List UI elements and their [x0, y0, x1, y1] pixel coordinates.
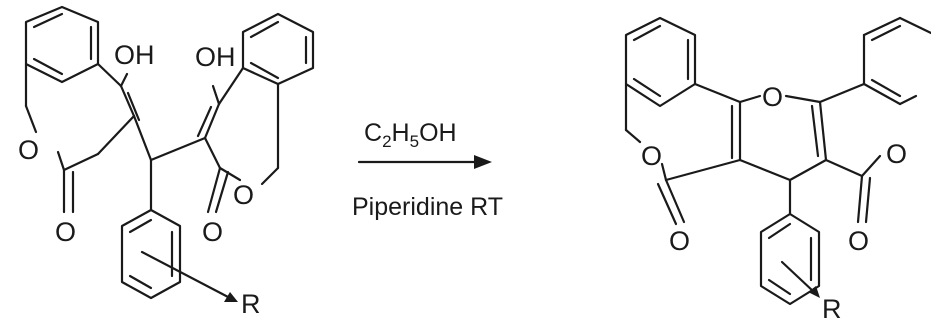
product-structure: O O O O O R	[624, 16, 931, 324]
reactant-substituent-label: R	[241, 289, 261, 319]
solvent-formula: C2H5OH	[364, 119, 457, 151]
reactant-ring-oxygen-left-label: O	[18, 135, 39, 165]
product-substituent-label: R	[822, 294, 842, 324]
reactant-structure: OH OH O O O O R	[18, 5, 315, 319]
reactant-hydroxyl-right-label: OH	[195, 42, 236, 72]
reactant-carbonyl-oxygen-left-label: O	[55, 217, 76, 247]
product-central-pyran	[738, 94, 828, 216]
product-substituent-arrowhead	[808, 286, 820, 298]
product-left-coumarin	[624, 16, 742, 226]
product-right-coumarin	[810, 16, 931, 224]
substituent-arrowhead	[224, 292, 238, 302]
reactant-left-coumarin	[24, 5, 141, 214]
reactant-right-coumarin	[196, 12, 315, 214]
catalyst-label: Piperidine RT	[352, 193, 503, 221]
reaction-arrowhead	[474, 155, 492, 169]
product-carbonyl-oxygen-right-label: O	[848, 226, 869, 256]
product-carbonyl-oxygen-left-label: O	[669, 226, 690, 256]
reactant-ring-oxygen-right-label: O	[233, 180, 254, 210]
reactant-hydroxyl-left-label: OH	[114, 40, 155, 70]
product-bridge-oxygen-label: O	[762, 82, 783, 112]
reactant-phenyl-ring	[120, 208, 238, 302]
product-ring-oxygen-left-label: O	[641, 141, 662, 171]
product-phenyl-ring	[759, 212, 821, 306]
reactant-methine-bridge	[132, 114, 207, 212]
reactant-carbonyl-oxygen-right-label: O	[202, 217, 223, 247]
product-ring-oxygen-right-label: O	[886, 139, 907, 169]
reaction-conditions: C2H5OH Piperidine RT	[352, 119, 503, 221]
